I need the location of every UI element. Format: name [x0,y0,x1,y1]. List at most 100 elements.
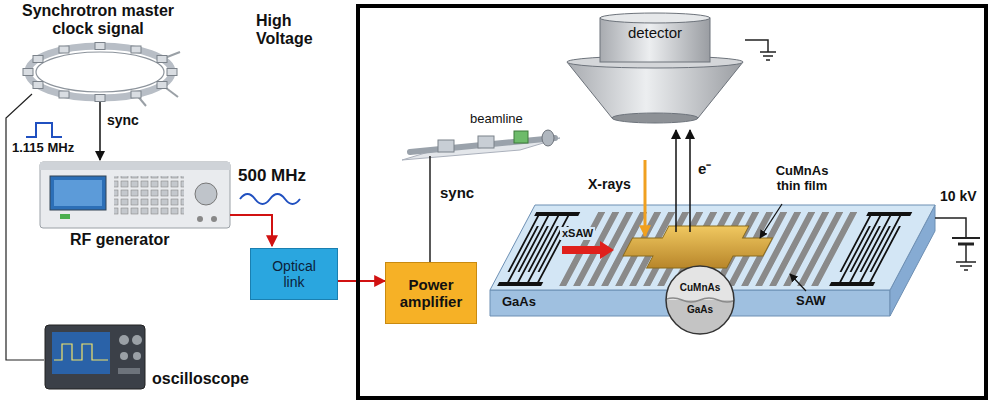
battery-symbol [935,218,980,270]
battery-symbol [965,244,967,262]
ground-symbol [763,55,773,57]
instrument-label: RF generator [70,231,170,249]
ground-symbol [766,59,770,61]
substrate-label: GaAs [500,295,538,310]
synchrotron-ring [157,82,167,89]
leader-line [760,204,782,238]
beam-label: X-rays [588,176,631,192]
layer-label: GaAs [670,304,730,316]
leader-line [790,274,806,291]
rf-generator [40,162,230,170]
detector-body [600,18,710,62]
synchrotron-ring [59,46,69,53]
sync-arrow [99,102,101,160]
particle-label: e⁻ [698,160,711,177]
saw-chip [490,205,935,316]
oscilloscope [45,325,145,389]
rf-wire [230,215,272,246]
synchrotron-ring [131,91,141,98]
high-voltage-frame: Power amplifierdetectorHigh Voltage [356,4,988,400]
saw-chip [562,241,614,259]
saw-chip [617,226,779,268]
oscilloscope [118,368,140,374]
battery-symbol [964,269,968,271]
title-text: Synchrotron master clock signal [8,2,188,39]
x-ray-arrow [644,160,647,236]
power-amplifier-box: Power amplifier [385,262,477,324]
oscilloscope [132,335,142,345]
part-label: beamline [470,112,523,127]
beamline-picture [438,140,454,152]
part-label: CuMnAs thin film [764,164,840,194]
synchrotron-ring [95,95,105,102]
beamline-picture [478,136,494,148]
inset-micrograph [664,264,736,302]
rf-generator [211,216,217,222]
synchrotron-ring [23,43,180,107]
frame-heading: High Voltage [256,12,338,49]
signal-label: sync [107,112,139,128]
saw-chip [829,282,875,286]
synchrotron-ring [131,46,141,53]
saw-chip [835,216,905,282]
synchrotron-ring [33,56,43,63]
inset-micrograph [664,300,736,338]
saw-chip [866,212,912,216]
layer-label: CuMnAs [670,282,730,294]
ground-symbol [760,51,776,53]
battery-symbol [956,261,976,263]
detector-cone [567,62,743,118]
saw-chip [534,212,580,216]
synchrotron-ring [59,91,69,98]
rf-generator [195,183,217,205]
clock-wire [6,94,44,360]
frequency-label: 1.115 MHz [12,141,74,156]
box-label: Power amplifier [393,276,469,311]
rf-generator [40,162,230,228]
saw-chip [497,282,543,286]
rf-generator [60,214,70,219]
synchrotron-ring [23,69,33,76]
oscilloscope [52,332,110,374]
rf-generator [114,176,184,216]
battery-symbol [960,265,972,267]
ground-symbol [745,40,768,52]
synchrotron-ring [33,82,43,89]
sync-wire [429,156,431,262]
beamline-picture [402,130,560,160]
detector-aperture [612,113,698,123]
wave-label: xSAW [560,227,595,240]
inset-micrograph [664,264,736,338]
detector-shape: detector [565,12,745,125]
electron-arrow [675,130,677,232]
wave-label: SAW [794,294,828,309]
battery-symbol [952,237,980,239]
box-label: Optical link [263,258,325,290]
inset-micrograph [666,266,734,334]
inset-micrograph [664,298,736,302]
rf-generator [40,162,230,228]
frequency-label: 500 MHz [238,166,306,186]
signal-arrow [338,280,385,282]
oscilloscope [120,352,128,360]
signal-label: sync [440,184,474,201]
battery-symbol [935,218,966,238]
detector-label: detector [628,24,682,41]
synchrotron-ring [28,46,172,98]
synchrotron-ring [157,56,167,63]
beamline-picture [514,131,528,143]
pulse-symbol [26,123,62,137]
oscilloscope [119,335,129,345]
instrument-label: oscilloscope [152,370,249,388]
ground-symbol [745,40,776,60]
sine-wave [240,194,300,204]
rf-generator [50,176,106,210]
synchrotron-ring [36,52,164,92]
rf-generator [197,216,203,222]
synchrotron-ring [167,69,177,76]
beamline-picture [542,130,554,146]
